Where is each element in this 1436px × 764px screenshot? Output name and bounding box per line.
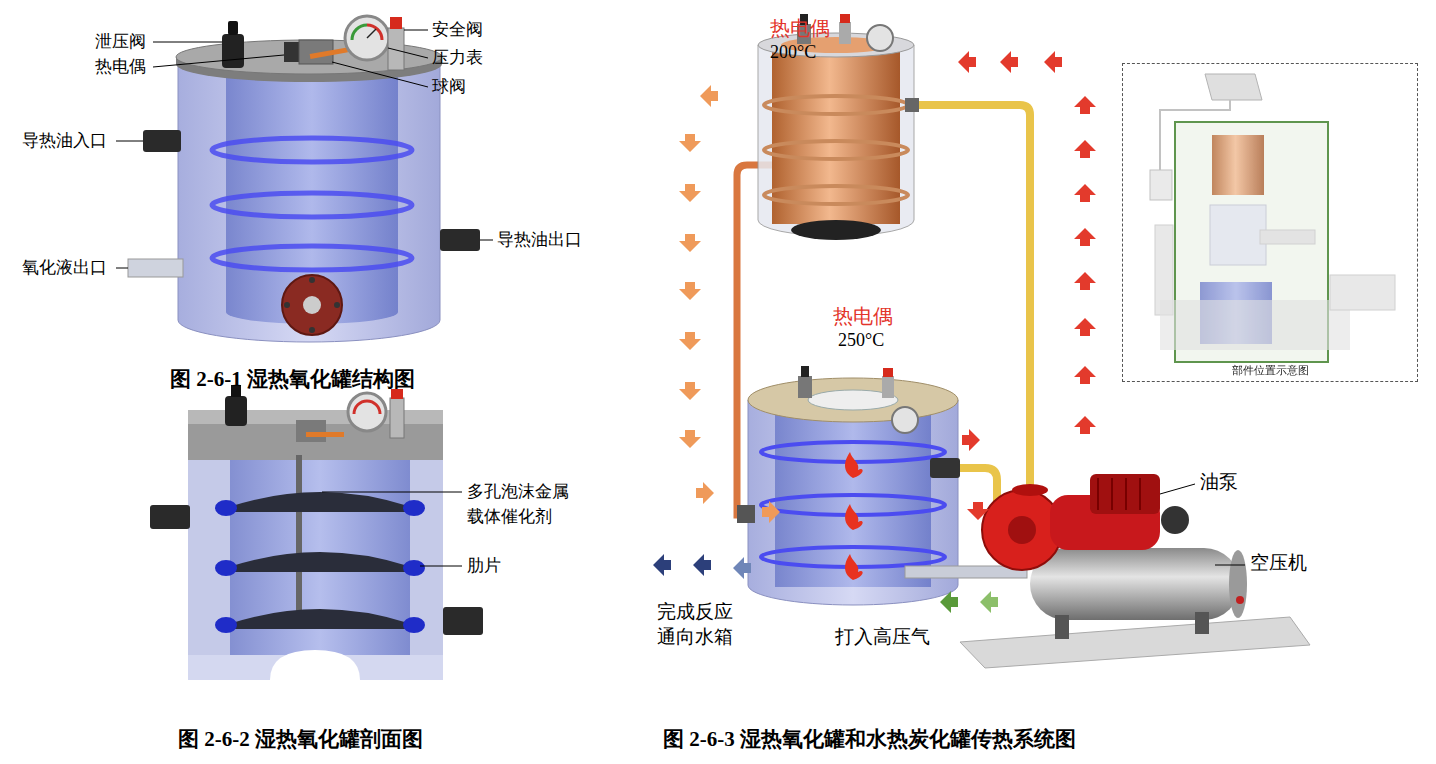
part-label: 肋片 bbox=[467, 556, 501, 576]
leader-lines bbox=[322, 492, 462, 566]
inset-caption: 部件位置示意图 bbox=[1123, 364, 1417, 377]
inset-illustration bbox=[1150, 74, 1395, 362]
inset-frame: 部件位置示意图 bbox=[1122, 63, 1418, 382]
leader-lines bbox=[116, 30, 493, 268]
part-label: 空压机 bbox=[1250, 552, 1307, 575]
part-label: 泄压阀 bbox=[95, 32, 146, 52]
part-label: 球阀 bbox=[432, 77, 466, 97]
flow-note: 打入高压气 bbox=[835, 626, 930, 649]
flow-arrows bbox=[653, 51, 1096, 613]
part-label: 氧化液出口 bbox=[22, 258, 107, 278]
part-label: 导热油出口 bbox=[497, 230, 582, 250]
figure-caption: 图 2-6-1 湿热氧化罐结构图 bbox=[170, 367, 415, 392]
figure-caption: 图 2-6-3 湿热氧化罐和水热炭化罐传热系统图 bbox=[663, 727, 1076, 752]
part-label: 多孔泡沫金属 载体催化剂 bbox=[467, 480, 576, 529]
temperature-value: 200°C bbox=[770, 42, 816, 64]
tank-section bbox=[150, 385, 483, 680]
part-label: 油泵 bbox=[1200, 471, 1238, 494]
flow-note: 完成反应 通向水箱 bbox=[657, 600, 741, 649]
part-label: 压力表 bbox=[432, 48, 483, 68]
leader-lines bbox=[1160, 484, 1245, 565]
figure-caption: 图 2-6-2 湿热氧化罐剖面图 bbox=[178, 727, 423, 752]
part-label: 导热油入口 bbox=[22, 131, 107, 151]
part-label: 安全阀 bbox=[432, 20, 483, 40]
part-label: 热电偶 bbox=[95, 57, 146, 77]
tank-structure bbox=[128, 16, 480, 342]
sensor-label: 热电偶 bbox=[833, 304, 893, 328]
temperature-value: 250°C bbox=[838, 330, 884, 352]
sensor-label: 热电偶 bbox=[770, 16, 830, 40]
